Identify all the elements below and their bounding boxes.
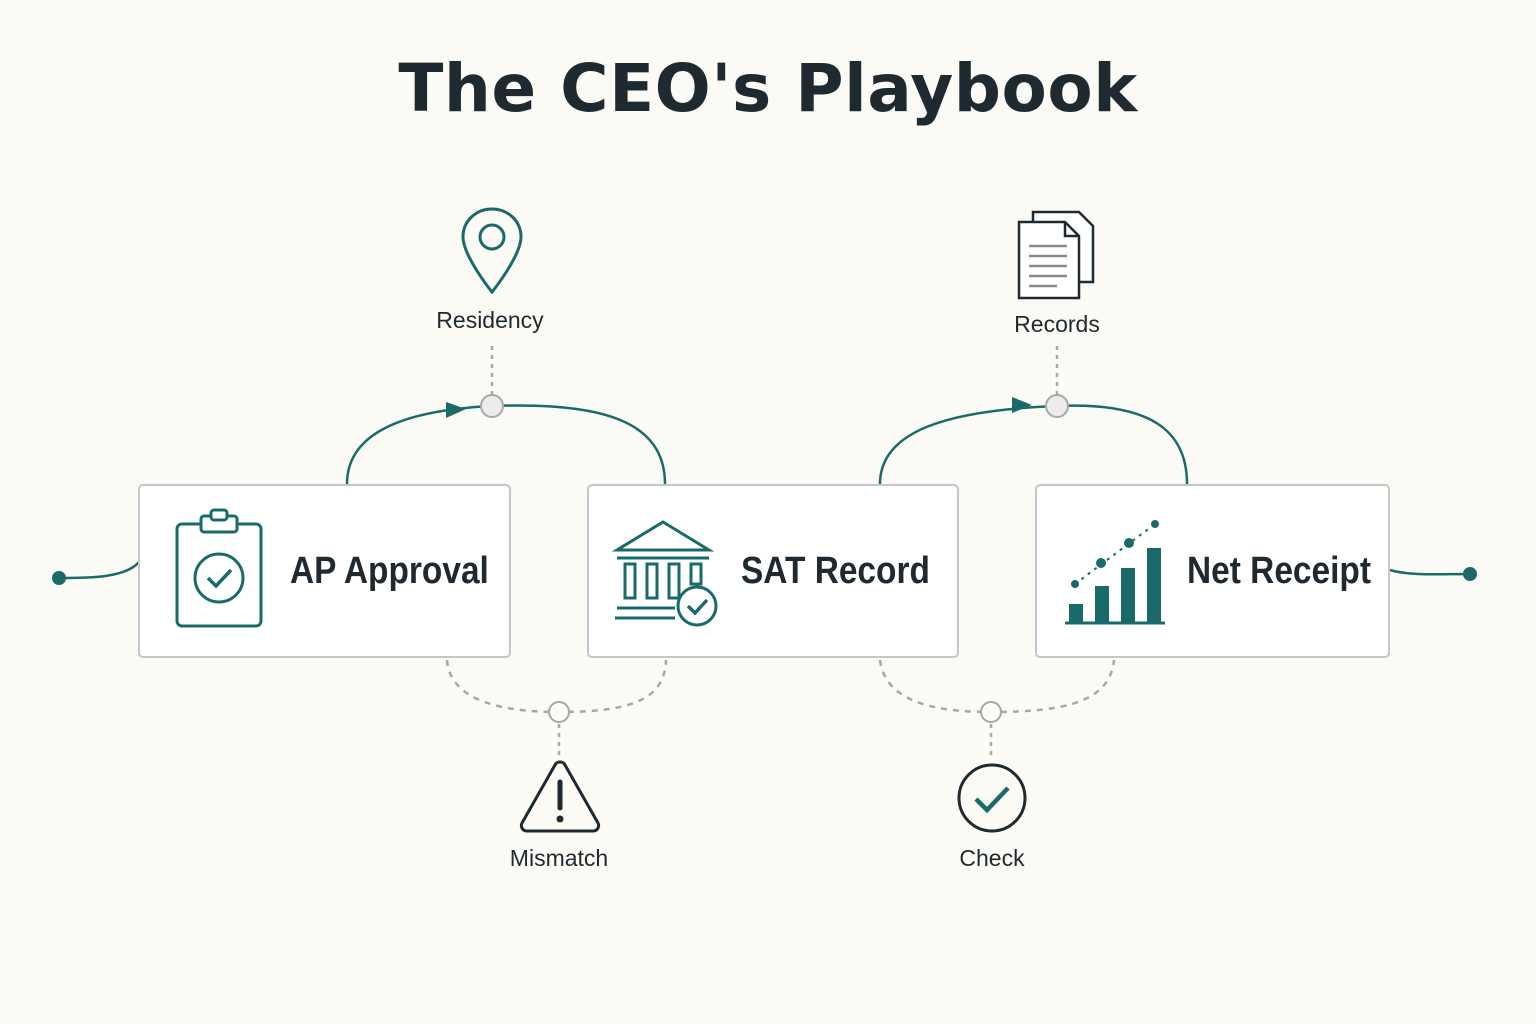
note-label-mismatch: Mismatch: [509, 845, 609, 871]
warning-triangle-icon: [519, 760, 601, 833]
top-arc-2: [878, 404, 1189, 485]
step-ap-approval: AP Approval: [138, 484, 511, 658]
entry-line: [58, 561, 140, 580]
note-label-residency: Residency: [436, 307, 544, 333]
step-sat-record: SAT Record: [587, 484, 959, 658]
junction-residency: [480, 394, 504, 418]
clipboard-check-icon: [175, 508, 263, 628]
exit-line: [1389, 568, 1471, 576]
bank-check-icon: [611, 520, 718, 627]
step-label: Net Receipt: [1187, 550, 1371, 592]
junction-mismatch: [548, 701, 570, 723]
arrow-head-2: [1012, 397, 1032, 413]
junction-check: [980, 701, 1002, 723]
step-net-receipt: Net Receipt: [1035, 484, 1390, 658]
bar-chart-growth-icon: [1065, 520, 1165, 625]
top-arc-1: [345, 404, 667, 485]
step-label: AP Approval: [290, 550, 489, 592]
check-circle-icon: [957, 763, 1027, 833]
documents-icon: [1017, 210, 1095, 300]
entry-dot: [52, 571, 66, 585]
location-pin-icon: [461, 207, 523, 295]
note-label-check: Check: [959, 845, 1025, 871]
page-title: The CEO's Playbook: [398, 50, 1138, 127]
step-label: SAT Record: [741, 550, 930, 592]
arrow-head-1: [446, 402, 466, 418]
note-label-records: Records: [1014, 311, 1100, 337]
junction-records: [1045, 394, 1069, 418]
exit-dot: [1463, 567, 1477, 581]
